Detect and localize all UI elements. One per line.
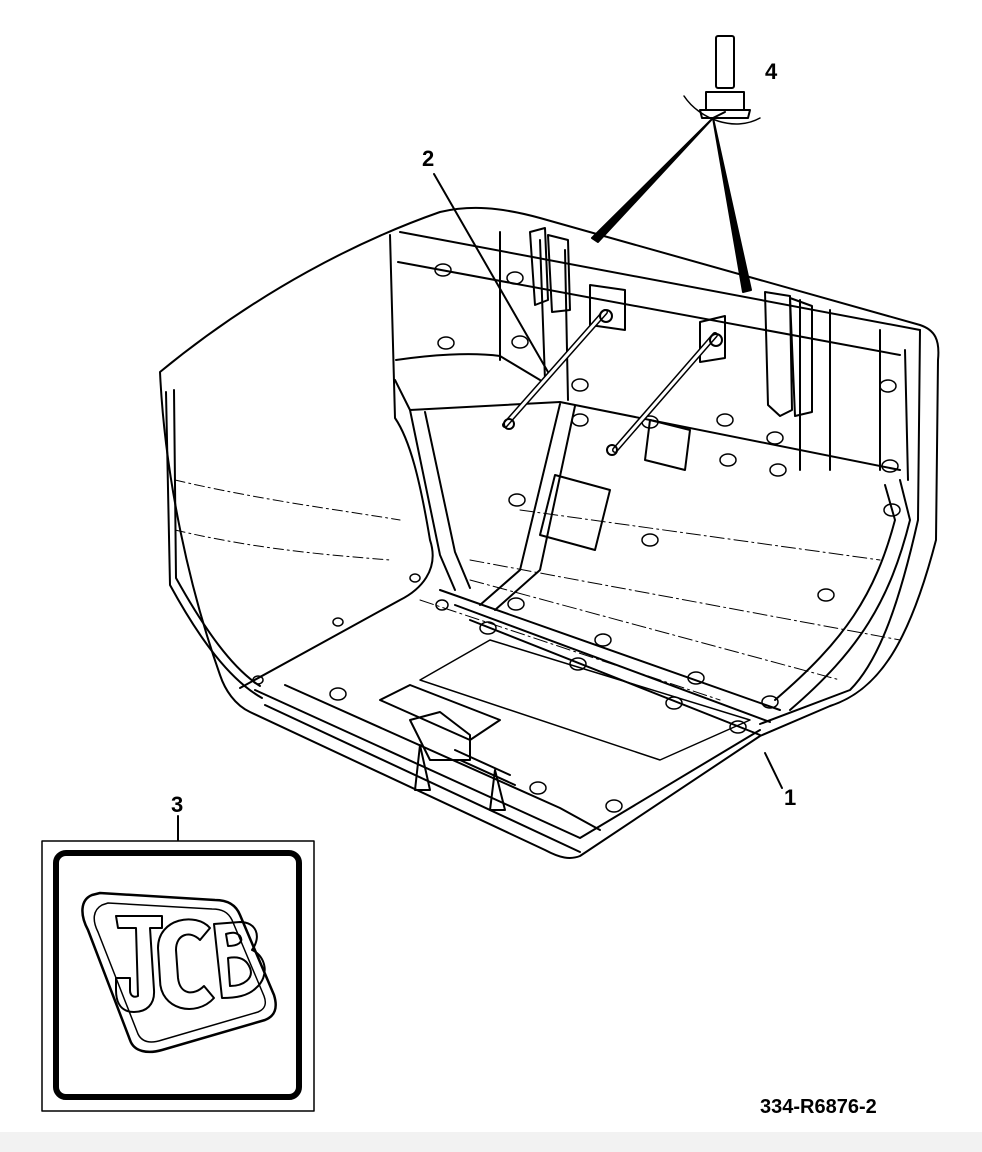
fastener-heads bbox=[252, 263, 901, 813]
callout-4: 4 bbox=[765, 59, 778, 84]
gas-struts bbox=[502, 309, 723, 456]
flange-bolt bbox=[683, 35, 761, 125]
jcb-decal bbox=[41, 840, 315, 1112]
leader-lines bbox=[177, 111, 783, 841]
callout-2: 2 bbox=[422, 146, 435, 171]
callout-1: 1 bbox=[784, 785, 797, 810]
figure-reference: 334-R6876-2 bbox=[760, 1096, 877, 1118]
canopy-shell bbox=[159, 206, 940, 859]
hinges bbox=[529, 227, 813, 417]
footer-bar bbox=[0, 1132, 982, 1152]
jcb-logo-letters bbox=[115, 915, 266, 1013]
callout-3: 3 bbox=[171, 792, 184, 817]
